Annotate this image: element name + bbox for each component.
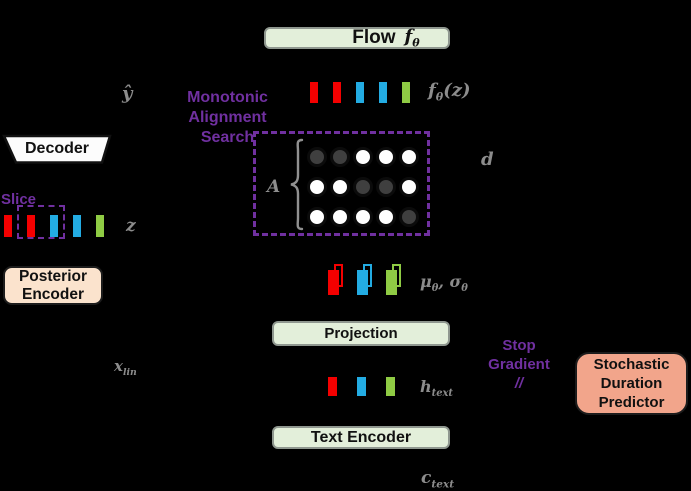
mu-sigma-sep: ,	[438, 272, 450, 291]
alignment-cell-selected	[399, 207, 419, 227]
mas-dashed-box	[253, 131, 430, 236]
sdp-line-1: Stochastic	[593, 356, 670, 373]
bar-pair-red	[328, 264, 345, 295]
stop-gradient-line-2: Gradient	[488, 356, 550, 373]
z-bars	[4, 215, 104, 237]
f-theta-z-sub: θ	[435, 90, 444, 104]
bar-green	[386, 377, 395, 396]
alignment-matrix	[307, 147, 422, 227]
flow-output-bars	[310, 82, 410, 103]
mu-sigma-label: μθ, σθ	[420, 272, 468, 294]
sdp-line-2: Duration	[600, 375, 663, 392]
f-theta-z-rest: (z)	[443, 80, 471, 101]
f-theta-z-base: f	[428, 80, 436, 101]
projection-box: Projection	[272, 321, 450, 346]
mu-sub: θ	[431, 283, 439, 295]
x-lin-label: xlin	[114, 357, 137, 378]
slice-dashed-box	[17, 205, 65, 239]
flow-math-base: f	[404, 26, 413, 48]
stop-gradient-slashes-icon: //	[514, 375, 524, 392]
alignment-cell	[353, 207, 373, 227]
bar-blue	[357, 377, 366, 396]
bar-green	[386, 270, 397, 295]
posterior-encoder-line-1: Posterior	[18, 267, 88, 285]
alignment-cell	[330, 207, 350, 227]
stop-gradient-label: Stop Gradient //	[474, 336, 564, 393]
sdp-line-3: Predictor	[598, 394, 665, 411]
alignment-cell-selected	[307, 147, 327, 167]
sigma-base: σ	[449, 272, 462, 291]
posterior-encoder-line-2: Encoder	[21, 285, 84, 303]
bar-pair-green	[386, 264, 403, 295]
brace-icon	[290, 138, 304, 231]
c-text-base: c	[421, 468, 432, 488]
decoder-box: Decoder	[1, 134, 113, 165]
bar-blue	[356, 82, 364, 103]
alignment-cell	[353, 147, 373, 167]
flow-label: Flow	[352, 27, 396, 48]
flow-box: Flow fθ	[264, 26, 450, 50]
bar-pair-blue	[357, 264, 374, 295]
h-text-bars	[328, 377, 395, 396]
alignment-cell-selected	[353, 177, 373, 197]
slice-label: Slice	[1, 191, 37, 208]
stochastic-duration-predictor-box: Stochastic Duration Predictor	[575, 352, 688, 415]
bar-red	[310, 82, 318, 103]
bar-green	[402, 82, 410, 103]
alignment-cell	[330, 177, 350, 197]
mas-line-2: Alignment	[188, 109, 267, 126]
flow-math-label: fθ	[405, 26, 420, 50]
alignment-cell	[307, 177, 327, 197]
alignment-cell	[376, 207, 396, 227]
h-text-label: htext	[420, 377, 453, 399]
text-encoder-box: Text Encoder	[272, 426, 450, 449]
alignment-cell	[376, 147, 396, 167]
stop-gradient-line-1: Stop	[502, 337, 536, 354]
alignment-cell-selected	[376, 177, 396, 197]
flow-math-sub: θ	[412, 36, 420, 50]
y-hat-label: ŷ	[122, 83, 133, 104]
bar-blue	[379, 82, 387, 103]
bar-blue	[73, 215, 81, 237]
decoder-shape	[2, 134, 112, 164]
monotonic-alignment-search-label: Monotonic Alignment Search	[176, 88, 279, 148]
sigma-sub: θ	[461, 283, 468, 295]
mu-sigma-bars	[328, 264, 403, 295]
bar-blue	[50, 215, 58, 237]
mu-base: μ	[420, 272, 432, 291]
alignment-cell-selected	[330, 147, 350, 167]
h-text-base: h	[420, 377, 432, 396]
x-lin-sub: lin	[122, 367, 137, 378]
bar-red	[27, 215, 35, 237]
z-label: z	[126, 216, 136, 236]
bar-green	[96, 215, 104, 237]
alignment-cell	[399, 177, 419, 197]
alignment-cell	[307, 207, 327, 227]
x-lin-base: x	[114, 357, 123, 375]
alignment-cell	[399, 147, 419, 167]
h-text-sub: text	[431, 388, 454, 400]
bar-red	[4, 215, 12, 237]
mas-line-3: Search	[200, 129, 255, 146]
f-theta-z-label: fθ(z)	[428, 80, 470, 104]
mas-line-1: Monotonic	[187, 89, 268, 106]
posterior-encoder-box: Posterior Encoder	[3, 266, 103, 305]
c-text-label: ctext	[421, 468, 454, 490]
d-label: d	[481, 149, 494, 170]
bar-red	[333, 82, 341, 103]
text-encoder-label: Text Encoder	[310, 428, 412, 446]
bar-red	[328, 377, 337, 396]
decoder-label: Decoder	[24, 139, 90, 157]
projection-label: Projection	[324, 325, 398, 342]
c-text-sub: text	[431, 478, 455, 491]
bar-red	[328, 270, 339, 295]
bar-blue	[357, 270, 368, 295]
alignment-matrix-label: A	[267, 177, 281, 197]
